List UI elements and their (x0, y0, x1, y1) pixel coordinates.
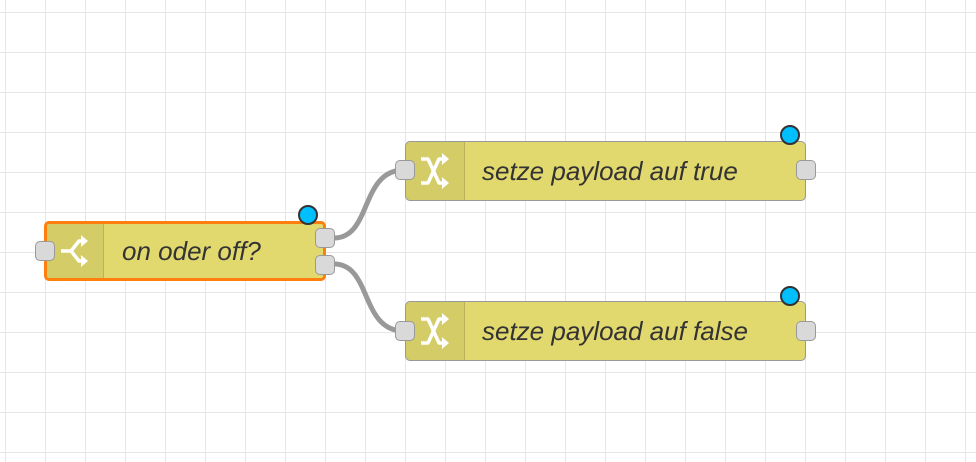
change-true-output-port[interactable] (796, 160, 816, 180)
change-true-node-label: setze payload auf true (482, 155, 738, 186)
switch-status-dot (298, 205, 318, 225)
switch-input-port[interactable] (35, 241, 55, 261)
shuffle-icon (406, 302, 465, 360)
change-false-node-label: setze payload auf false (482, 315, 748, 346)
switch-node-label: on oder off? (122, 235, 261, 266)
wire-switch-to-true[interactable] (331, 167, 407, 241)
wire-switch-to-false[interactable] (331, 261, 407, 334)
change-true-node[interactable]: setze payload auf true (405, 141, 806, 201)
change-true-status-dot (780, 125, 800, 145)
shuffle-icon (406, 142, 465, 200)
switch-output-port-1[interactable] (315, 228, 335, 248)
change-false-output-port[interactable] (796, 321, 816, 341)
switch-output-port-2[interactable] (315, 255, 335, 275)
change-false-status-dot (780, 286, 800, 306)
change-false-node[interactable]: setze payload auf false (405, 301, 806, 361)
change-false-input-port[interactable] (395, 321, 415, 341)
switch-node[interactable]: on oder off? (44, 221, 326, 281)
switch-icon (47, 224, 104, 278)
change-true-input-port[interactable] (395, 160, 415, 180)
